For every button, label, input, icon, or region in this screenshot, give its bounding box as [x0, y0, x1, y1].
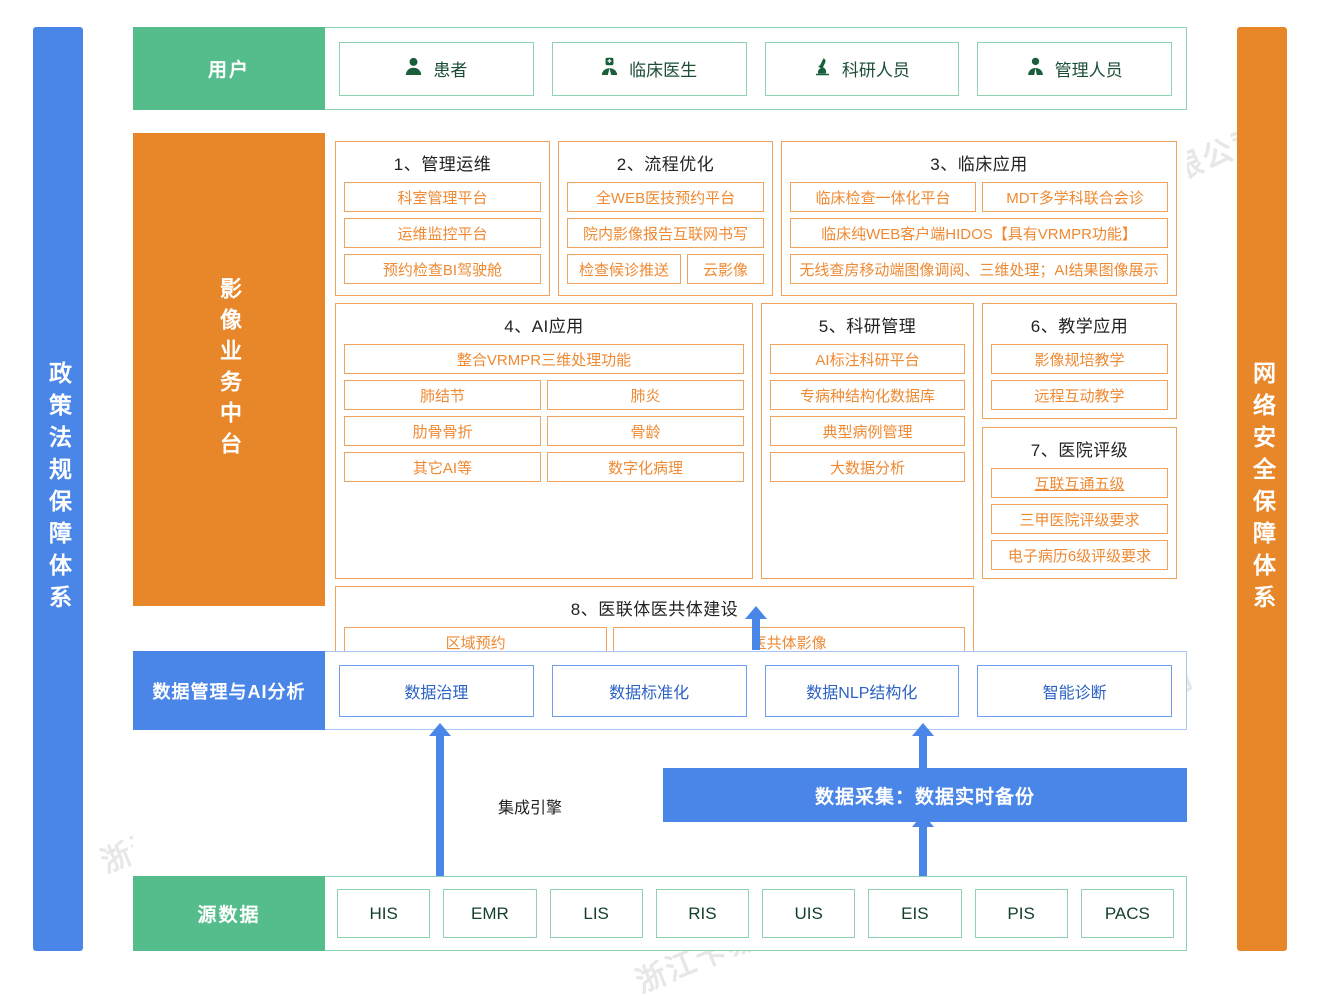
arrow-source-to-collection: [912, 814, 934, 891]
user-chip-clinician[interactable]: 临床医生: [551, 41, 747, 96]
section-title: 8、医联体医共体建设: [570, 600, 739, 619]
source-data-item[interactable]: LIS: [549, 889, 643, 938]
section-item[interactable]: 运维监控平台: [344, 218, 541, 248]
section-item[interactable]: 全WEB医技预约平台: [567, 182, 764, 212]
section-item[interactable]: 远程互动教学: [991, 380, 1168, 410]
section-item[interactable]: 肋骨骨折: [344, 416, 541, 446]
source-data-item[interactable]: EIS: [868, 889, 962, 938]
section-item[interactable]: 无线查房移动端图像调阅、三维处理；AI结果图像展示: [790, 254, 1168, 284]
source-data-item[interactable]: PIS: [974, 889, 1068, 938]
section-title: 4、AI应用: [504, 317, 584, 336]
section-title: 3、临床应用: [930, 155, 1028, 174]
data-management-label: 数据管理与AI分析: [133, 651, 325, 730]
section-item[interactable]: 临床纯WEB客户端HIDOS【具有VRMPR功能】: [790, 218, 1168, 248]
section-item[interactable]: 影像规培教学: [991, 344, 1168, 374]
microscope-icon: [814, 57, 831, 81]
source-data-list: HIS EMR LIS RIS UIS EIS PIS PACS: [325, 876, 1187, 951]
source-data-item[interactable]: UIS: [762, 889, 856, 938]
section-item[interactable]: 大数据分析: [770, 452, 965, 482]
section-medical-alliance: 8、医联体医共体建设 区域预约 医共体影像: [335, 586, 974, 666]
data-management-item[interactable]: 数据NLP结构化: [764, 664, 960, 717]
arrow-source-to-datamgmt-left: [429, 723, 451, 891]
data-management-item[interactable]: 智能诊断: [977, 664, 1172, 717]
policy-regulation-pillar: 政策法规保障体系: [33, 27, 83, 951]
section-management-ops: 1、管理运维 科室管理平台 运维监控平台 预约检查BI驾驶舱: [335, 141, 550, 296]
section-item[interactable]: 检查候诊推送: [567, 254, 681, 284]
users-list: 患者 临床医生 科研人员 管理人员: [325, 27, 1187, 110]
manager-icon: [1027, 57, 1044, 81]
user-icon: [405, 57, 422, 81]
section-research-management: 5、科研管理 AI标注科研平台 专病种结构化数据库 典型病例管理 大数据分析: [761, 303, 974, 579]
user-chip-label: 临床医生: [629, 61, 698, 80]
network-security-pillar-label: 网络安全保障体系: [1249, 361, 1276, 617]
arrow-platform-to-datamgmt: [745, 606, 767, 650]
section-ai-application: 4、AI应用 整合VRMPR三维处理功能 肺结节 肺炎 肋骨骨折 骨龄 其它AI…: [335, 303, 753, 579]
diagram-stage: 用户 患者 临床医生 科研人员: [133, 27, 1187, 951]
imaging-platform-label: 影像业务中台: [217, 276, 242, 463]
section-item[interactable]: 专病种结构化数据库: [770, 380, 965, 410]
section-process-optimization: 2、流程优化 全WEB医技预约平台 院内影像报告互联网书写 检查候诊推送 云影像: [558, 141, 773, 296]
section-item[interactable]: 临床检查一体化平台: [790, 182, 976, 212]
user-chip-patient[interactable]: 患者: [339, 41, 534, 96]
section-item[interactable]: 互联互通五级: [991, 468, 1168, 498]
section-title: 7、医院评级: [1030, 441, 1129, 460]
network-security-pillar: 网络安全保障体系: [1237, 27, 1287, 951]
user-chip-administrator[interactable]: 管理人员: [977, 41, 1172, 96]
source-data-item[interactable]: HIS: [337, 889, 431, 938]
section-item[interactable]: AI标注科研平台: [770, 344, 965, 374]
section-item[interactable]: 院内影像报告互联网书写: [567, 218, 764, 248]
data-management-list: 数据治理 数据标准化 数据NLP结构化 智能诊断: [325, 651, 1187, 730]
data-management-row: 数据管理与AI分析 数据治理 数据标准化 数据NLP结构化 智能诊断: [133, 651, 1187, 730]
source-data-item[interactable]: RIS: [655, 889, 749, 938]
section-item[interactable]: 科室管理平台: [344, 182, 541, 212]
user-chip-label: 科研人员: [841, 61, 910, 80]
policy-regulation-pillar-label: 政策法规保障体系: [45, 361, 72, 617]
section-hospital-rating: 7、医院评级 互联互通五级 三甲医院评级要求 电子病历6级评级要求: [982, 427, 1177, 579]
source-data-row: 源数据 HIS EMR LIS RIS UIS EIS PIS PACS: [133, 876, 1187, 951]
section-title: 5、科研管理: [818, 317, 917, 336]
doctor-icon: [601, 57, 618, 81]
data-management-item[interactable]: 数据治理: [339, 664, 534, 717]
users-row-label: 用户: [133, 27, 325, 110]
section-item[interactable]: 肺结节: [344, 380, 541, 410]
section-item[interactable]: 三甲医院评级要求: [991, 504, 1168, 534]
users-row: 用户 患者 临床医生 科研人员: [133, 27, 1187, 110]
section-title: 6、教学应用: [1030, 317, 1129, 336]
section-teaching-application: 6、教学应用 影像规培教学 远程互动教学: [982, 303, 1177, 419]
integration-gap: 数据采集：数据实时备份 集成引擎: [133, 730, 1187, 890]
user-chip-label: 患者: [433, 61, 468, 80]
integration-engine-label: 集成引擎: [470, 792, 590, 820]
section-title: 2、流程优化: [616, 155, 715, 174]
source-data-item[interactable]: PACS: [1080, 889, 1174, 938]
source-data-label: 源数据: [133, 876, 325, 951]
data-collection-bar: 数据采集：数据实时备份: [663, 768, 1187, 822]
imaging-platform-body: 1、管理运维 科室管理平台 运维监控平台 预约检查BI驾驶舱 2、流程优化 全W…: [325, 133, 1187, 666]
section-item[interactable]: 整合VRMPR三维处理功能: [344, 344, 744, 374]
section-clinical-application: 3、临床应用 临床检查一体化平台 MDT多学科联合会诊 临床纯WEB客户端HID…: [781, 141, 1177, 296]
section-item[interactable]: 预约检查BI驾驶舱: [344, 254, 541, 284]
section-item[interactable]: 电子病历6级评级要求: [991, 540, 1168, 570]
source-data-item[interactable]: EMR: [443, 889, 537, 938]
section-item[interactable]: 云影像: [686, 254, 764, 284]
imaging-platform-row: 影像业务中台 1、管理运维 科室管理平台 运维监控平台 预约检查BI驾驶舱 2、…: [133, 133, 1187, 666]
section-item[interactable]: 肺炎: [547, 380, 744, 410]
section-item[interactable]: MDT多学科联合会诊: [982, 182, 1168, 212]
data-management-item[interactable]: 数据标准化: [551, 664, 747, 717]
section-item[interactable]: 其它AI等: [344, 452, 541, 482]
section-title: 1、管理运维: [393, 155, 492, 174]
section-item[interactable]: 典型病例管理: [770, 416, 965, 446]
section-item[interactable]: 骨龄: [547, 416, 744, 446]
arrow-collection-to-datamgmt: [912, 723, 934, 769]
user-chip-label: 管理人员: [1054, 61, 1123, 80]
imaging-platform-label-cell: 影像业务中台: [133, 133, 325, 606]
user-chip-researcher[interactable]: 科研人员: [764, 41, 960, 96]
section-item[interactable]: 数字化病理: [547, 452, 744, 482]
